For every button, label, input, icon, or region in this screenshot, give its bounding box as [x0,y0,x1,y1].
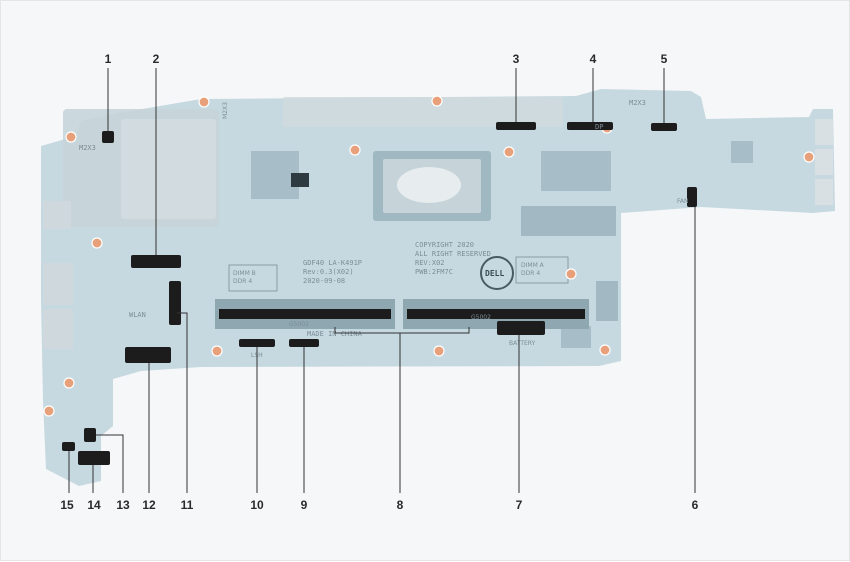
left-port [43,263,73,305]
mounting-hole [198,96,210,108]
usb-port [815,179,833,205]
connector-10 [239,339,275,347]
dimm-b-label-line2: DDR 4 [233,278,252,285]
callout-13: 13 [116,498,130,512]
chip-block [521,206,616,236]
wlan-label: WLAN [129,311,146,319]
screw-label-right: M2X3 [629,99,646,107]
connector-13 [84,428,96,442]
board-copyright-line4: PWB:2FM7C [415,268,453,276]
dimm-a-label-line1: DIMM A [521,262,545,269]
leader-11 [177,312,188,493]
mounting-hole [599,344,611,356]
mounting-holes [43,95,815,417]
mounting-hole [433,345,445,357]
mounting-hole [91,237,103,249]
connector-9 [289,339,319,347]
chip-block [596,281,618,321]
usb-port [815,119,833,145]
mounting-hole [211,345,223,357]
mounting-hole [43,405,55,417]
connector-15 [62,442,75,451]
dp-label: DP [595,123,603,131]
board-copyright-line2: ALL RIGHT RESERVED [415,250,491,258]
mounting-hole [63,377,75,389]
board-copyright-line3: REV:X02 [415,259,445,267]
callout-11: 11 [181,498,194,512]
connector-11 [169,281,181,325]
board-model-line1: GDF40 LA-K491P [303,259,362,267]
connector-3 [496,122,536,130]
dell-logo-text: DELL [485,269,504,278]
callout-9: 9 [301,498,308,512]
board-model-line3: 2020-09-08 [303,277,345,285]
mounting-hole [349,144,361,156]
dimm-b-label-box [228,264,278,292]
dimm-slot-a-bar [407,309,585,319]
callout-1: 1 [105,52,112,66]
dimm-slot-b-bar [219,309,391,319]
callout-6: 6 [692,498,699,512]
connectors [62,122,697,465]
top-shield [283,97,563,127]
chip-block [561,326,591,348]
callout-14: 14 [87,498,101,512]
callout-5: 5 [661,52,668,66]
chip-block [731,141,753,163]
mounting-hole [565,268,577,280]
mounting-hole [431,95,443,107]
left-port [43,201,71,229]
leader-lines [68,68,696,493]
connector-2 [131,255,181,268]
board-made-in: MADE IN CHINA [307,330,363,338]
motherboard-board [41,89,835,486]
callout-7: 7 [516,498,523,512]
leader-13 [96,434,124,493]
mounting-hole [65,131,77,143]
connector-12 [125,347,171,363]
callout-2: 2 [153,52,160,66]
screw-label-left: M2X3 [79,144,96,152]
callout-12: 12 [142,498,156,512]
connector-7 [497,321,545,335]
fan-label: FAN [677,198,689,205]
mounting-hole [503,146,515,158]
mounting-hole [803,151,815,163]
screw-label-top: M2X3 [222,102,229,119]
dimm-b-label-line1: DIMM B [233,270,256,277]
callout-numbers: 1 2 3 4 5 6 7 8 9 10 11 12 13 14 15 [60,52,698,512]
chip-block [541,151,611,191]
connector-4 [567,122,613,130]
callout-10: 10 [250,498,264,512]
board-copyright-line1: COPYRIGHT 2020 [415,241,474,249]
dimm-a-label-line2: DDR 4 [521,270,540,277]
dell-logo [480,256,514,290]
slot-a-code: G5002 [471,314,491,321]
chip-block [291,173,309,187]
left-port [43,309,73,349]
connector-5 [651,123,677,131]
heatsink-plate [121,119,216,219]
battery-label: BATTERY [509,340,536,347]
callout-4: 4 [590,52,597,66]
callout-3: 3 [513,52,520,66]
connector-14 [78,451,110,465]
connector-6 [687,187,697,207]
usb-port [815,149,833,175]
connector-1 [102,131,114,143]
thermal-paste [397,167,461,203]
leader-8 [334,327,470,334]
slot-b-code: G5002 [289,321,309,328]
callout-15: 15 [60,498,74,512]
callout-8: 8 [397,498,404,512]
board-model-line2: Rev:0.3(X02) [303,268,354,276]
